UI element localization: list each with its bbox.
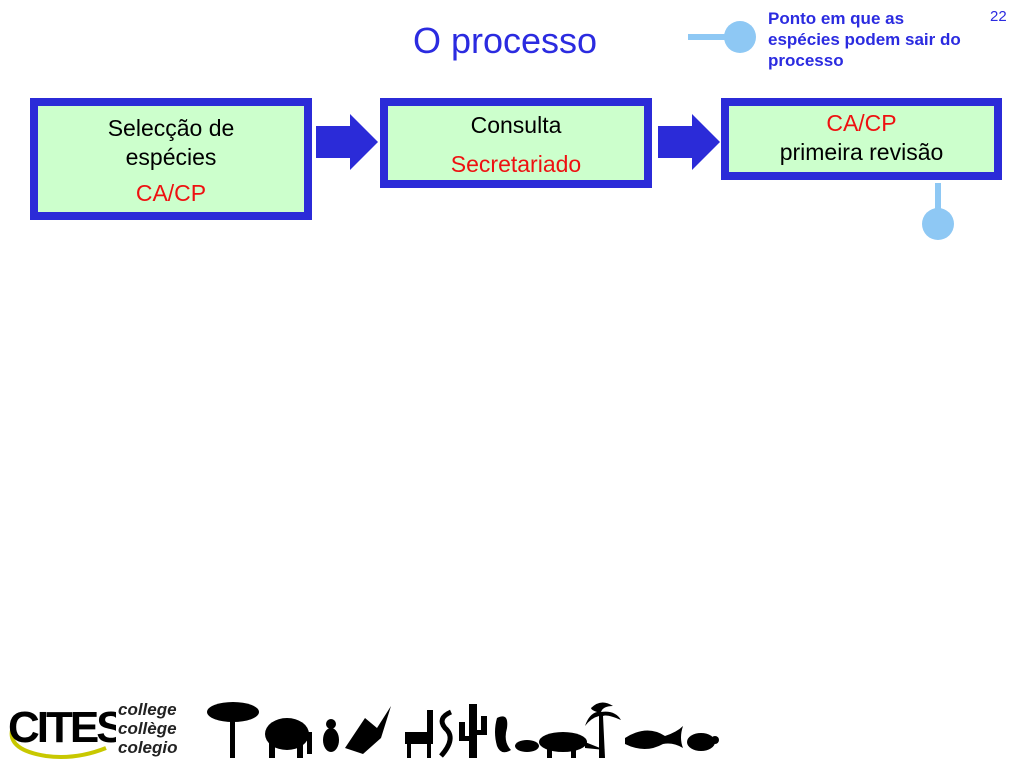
arrow-right-icon — [316, 114, 378, 170]
cites-logo: CITES — [8, 703, 116, 759]
step-first-review: CA/CP primeira revisão — [721, 98, 1002, 180]
college-word-fr: collège — [118, 719, 177, 738]
legend-text: Ponto em que as espécies podem sair do p… — [768, 9, 961, 70]
college-word-es: colegio — [118, 738, 178, 757]
exit-marker-dot-icon — [922, 208, 954, 240]
step3-actor: CA/CP — [826, 110, 897, 136]
slide-title: O processo — [412, 20, 598, 61]
step3-line1: primeira revisão — [779, 139, 944, 165]
legend-exit-dot-icon — [724, 21, 756, 53]
wildlife-silhouettes — [207, 702, 719, 758]
turtle-silhouette-icon — [687, 733, 715, 751]
step2-line1: Consulta — [470, 112, 562, 138]
eagle-silhouette-icon — [345, 706, 391, 754]
llama-silhouette-icon — [405, 732, 433, 744]
snake-silhouette-icon — [439, 709, 453, 758]
palm-silhouette-icon — [585, 702, 621, 758]
college-word-en: college — [118, 700, 177, 719]
fish-silhouette-icon — [515, 740, 539, 752]
seahorse-silhouette-icon — [495, 716, 511, 753]
page-number: 22 — [990, 8, 1007, 25]
arrow-right-icon — [658, 114, 720, 170]
step2-actor: Secretariado — [450, 151, 582, 177]
cites-logo-text: CITES — [8, 703, 116, 752]
step-species-selection: Selecção de espécies CA/CP — [30, 98, 312, 220]
anteater-silhouette-icon — [539, 732, 587, 752]
exit-marker-line — [935, 183, 941, 215]
step1-actor: CA/CP — [135, 180, 207, 206]
step1-line1: Selecção de — [107, 115, 235, 141]
college-words: college collège colegio — [118, 700, 178, 757]
whale-silhouette-icon — [625, 726, 683, 749]
step-consultation: Consulta Secretariado — [380, 98, 652, 188]
legend-exit-line — [688, 34, 732, 40]
step1-line2: espécies — [125, 144, 217, 170]
bird-silhouette-icon — [323, 728, 339, 752]
cactus-silhouette-icon — [469, 704, 477, 758]
